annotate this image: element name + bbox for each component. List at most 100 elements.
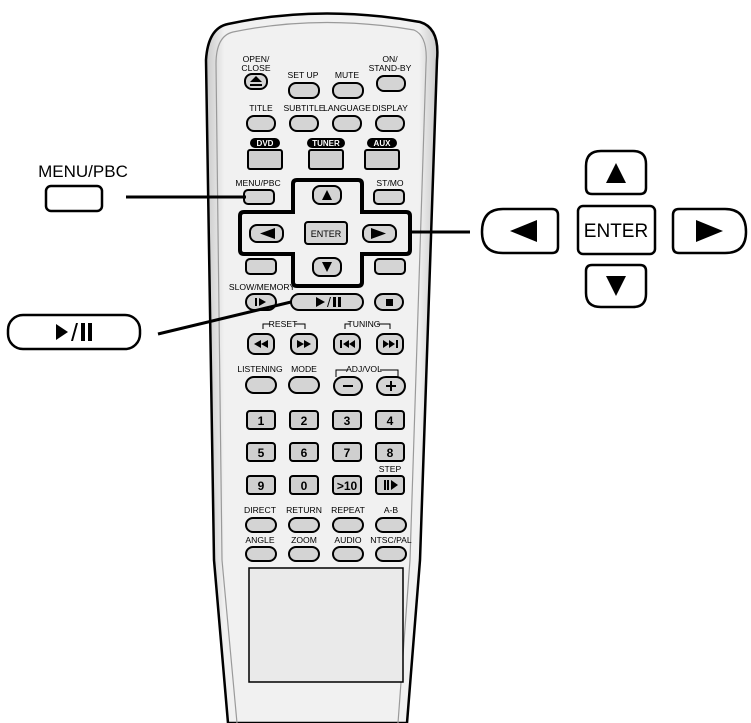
left-blank-button[interactable]	[245, 258, 277, 275]
dvd-label: DVD	[257, 139, 274, 148]
remote-inner-bevel	[215, 21, 427, 723]
mute-label: MUTE	[335, 70, 360, 80]
on-standby-button[interactable]	[376, 75, 406, 92]
digit-3-button[interactable]	[332, 410, 362, 430]
label-panel	[248, 567, 404, 683]
slow-icon	[255, 298, 266, 306]
mode-button[interactable]	[288, 376, 320, 394]
callout-down-icon	[606, 276, 626, 296]
nav-cluster-highlight	[238, 178, 412, 288]
dvd-badge	[250, 138, 280, 148]
a-b-button[interactable]	[375, 517, 407, 533]
title-label: TITLE	[249, 103, 273, 113]
digit-label: >10	[337, 479, 358, 493]
open-close-label-1: OPEN/	[243, 54, 270, 64]
digit-1-button[interactable]	[246, 410, 276, 430]
subtitle-button[interactable]	[289, 115, 319, 132]
display-label: DISPLAY	[372, 103, 408, 113]
reset-label: RESET	[269, 319, 298, 329]
digit-label: 3	[344, 414, 351, 428]
up-arrow-icon	[322, 190, 332, 200]
listening-label: LISTENING	[237, 364, 283, 374]
step-button[interactable]	[375, 475, 405, 495]
repeat-label: REPEAT	[331, 505, 365, 515]
right-arrow-icon	[371, 228, 386, 239]
menu-pbc-callout-label: MENU/PBC	[38, 162, 128, 181]
return-button[interactable]	[288, 517, 320, 533]
remote-enter-label: ENTER	[311, 229, 342, 239]
angle-label: ANGLE	[245, 535, 274, 545]
title-button[interactable]	[246, 115, 276, 132]
zoom-button[interactable]	[288, 546, 320, 562]
display-button[interactable]	[375, 115, 405, 132]
direct-button[interactable]	[245, 517, 277, 533]
digit-label: 5	[258, 446, 265, 460]
reset-bracket	[262, 323, 306, 329]
callout-right-icon	[696, 220, 723, 242]
open-close-label-2: CLOSE	[241, 63, 270, 73]
menu-pbc-button[interactable]	[243, 189, 275, 205]
step-label: STEP	[379, 464, 402, 474]
callout-enter-button[interactable]	[576, 204, 657, 256]
slow-memory-label: SLOW/MEMORY	[229, 282, 295, 292]
menu-pbc-callout-button[interactable]	[44, 184, 104, 213]
digit-9-button[interactable]	[246, 475, 276, 495]
repeat-button[interactable]	[332, 517, 364, 533]
mode-label: MODE	[291, 364, 317, 374]
ntsc-pal-button[interactable]	[375, 546, 407, 562]
play-pause-callout-icon	[56, 323, 92, 341]
aux-label: AUX	[374, 139, 392, 148]
tuner-button[interactable]	[308, 149, 344, 170]
left-arrow-icon	[260, 228, 275, 239]
digit-4-button[interactable]	[375, 410, 405, 430]
down-arrow-icon	[322, 262, 332, 272]
play-pause-icon	[316, 297, 341, 307]
dvd-button[interactable]	[247, 149, 283, 170]
language-button[interactable]	[332, 115, 362, 132]
return-label: RETURN	[286, 505, 322, 515]
plus-ten-button[interactable]	[332, 475, 362, 495]
aux-badge	[367, 138, 397, 148]
stop-icon	[386, 299, 393, 306]
digit-8-button[interactable]	[375, 442, 405, 462]
digit-label: 1	[258, 414, 265, 428]
listening-button[interactable]	[245, 376, 277, 394]
tuner-badge	[307, 138, 345, 148]
set-up-button[interactable]	[288, 82, 320, 99]
digit-label: 9	[258, 479, 265, 493]
a-b-label: A-B	[384, 505, 399, 515]
digit-0-button[interactable]	[289, 475, 319, 495]
digit-label: 6	[301, 446, 308, 460]
adj-vol-label: ADJ/VOL	[346, 364, 382, 374]
right-blank-button[interactable]	[374, 258, 406, 275]
plus-icon	[386, 381, 396, 391]
digit-label: 7	[344, 446, 351, 460]
subtitle-label: SUBTITLE	[283, 103, 324, 113]
digit-label: 4	[387, 414, 394, 428]
aux-button[interactable]	[364, 149, 400, 170]
step-icon	[384, 480, 398, 490]
digit-label: 8	[387, 446, 394, 460]
mute-button[interactable]	[332, 82, 364, 99]
digit-label: 0	[301, 479, 308, 493]
callout-up-icon	[606, 163, 626, 183]
digit-label: 2	[301, 414, 308, 428]
remote-play-pause-button[interactable]	[290, 293, 364, 311]
audio-label: AUDIO	[334, 535, 362, 545]
direct-label: DIRECT	[244, 505, 277, 515]
callout-left-icon	[510, 220, 537, 242]
digit-7-button[interactable]	[332, 442, 362, 462]
angle-button[interactable]	[245, 546, 277, 562]
digit-5-button[interactable]	[246, 442, 276, 462]
audio-button[interactable]	[332, 546, 364, 562]
digit-2-button[interactable]	[289, 410, 319, 430]
on-label-1: ON/	[382, 54, 398, 64]
st-mo-button[interactable]	[373, 189, 405, 205]
skip-forward-icon	[383, 340, 398, 348]
minus-icon	[343, 385, 353, 387]
adj-vol-bracket	[335, 369, 399, 377]
remote-enter-button[interactable]	[304, 221, 348, 245]
digit-6-button[interactable]	[289, 442, 319, 462]
callout-enter-label: ENTER	[584, 221, 648, 242]
